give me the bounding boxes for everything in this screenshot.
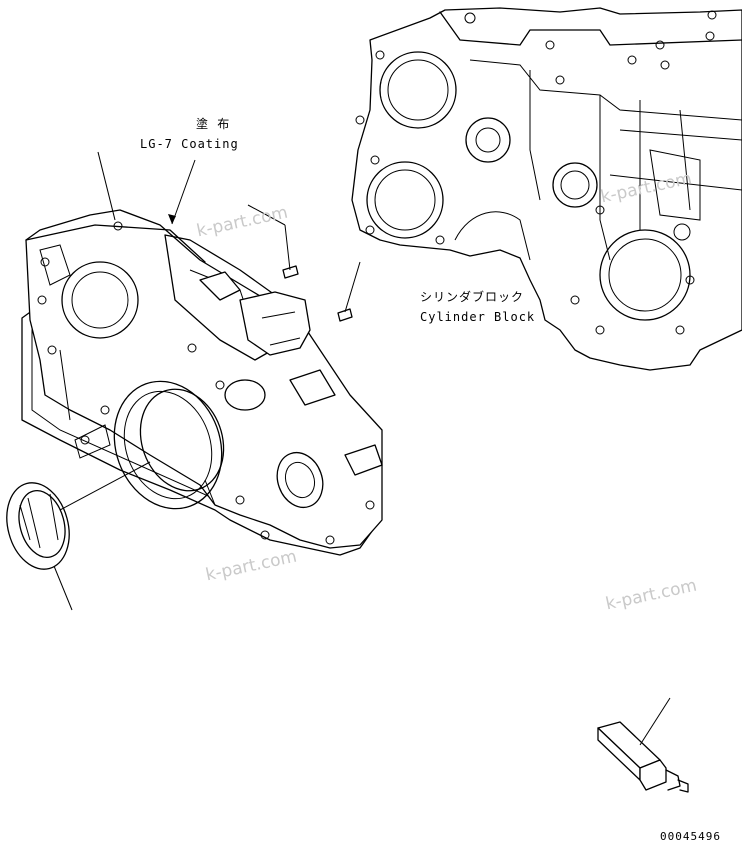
- front-cover-drawing: [21, 209, 383, 556]
- leader-lines: [53, 151, 671, 746]
- coating-label-japanese: 塗 布: [196, 117, 231, 131]
- cylinder-block-drawing: [351, 7, 742, 371]
- cylinder-block-label: Cylinder Block: [420, 310, 536, 324]
- cylinder-block-label-japanese: シリンダブロック: [420, 290, 525, 304]
- coating-label: LG-7 Coating: [140, 137, 239, 151]
- sensor-drawing: [597, 721, 689, 793]
- oil-seal-drawing: [6, 482, 70, 570]
- drawing-number: 00045496: [660, 830, 721, 843]
